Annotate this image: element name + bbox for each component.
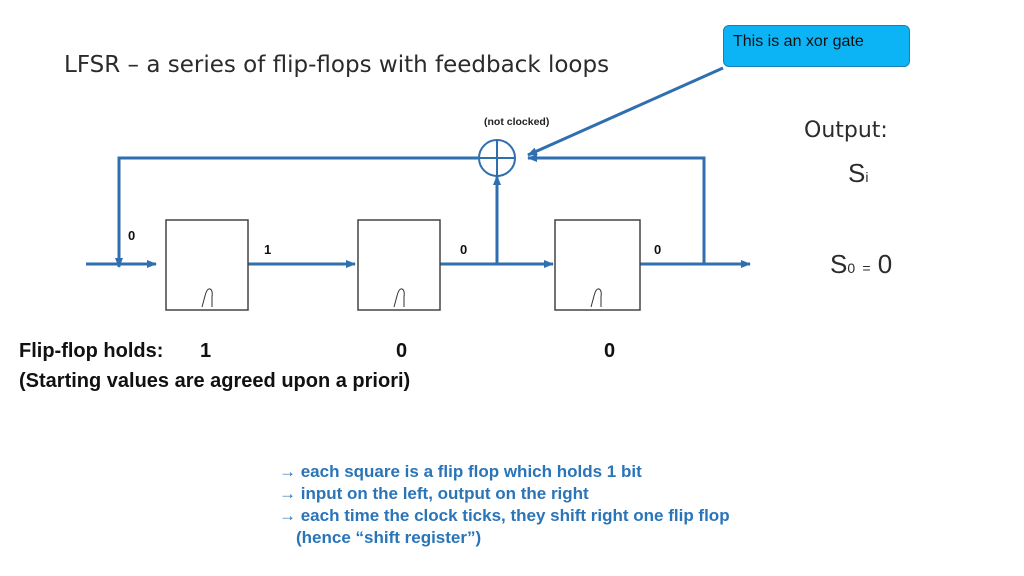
- holds-value-ff1: 1: [200, 340, 212, 362]
- note-line-4: (hence “shift register”): [296, 528, 482, 547]
- first-output-equation: S0 = 0: [830, 249, 893, 279]
- output-symbol: Si: [848, 158, 869, 188]
- note-line-3: → each time the clock ticks, they shift …: [279, 506, 730, 525]
- slide-title: LFSR – a series of flip-flops with feedb…: [64, 52, 610, 78]
- clock-edge-icon: [393, 288, 405, 308]
- bit-label-ff1-ff2: 1: [264, 242, 272, 257]
- xor-callout-box: [723, 25, 910, 67]
- clock-edge-icon: [590, 288, 602, 308]
- clock-edge-icon: [201, 288, 213, 308]
- holds-value-ff3: 0: [604, 340, 616, 362]
- note-line-2: → input on the left, output on the right: [279, 484, 589, 503]
- holds-value-ff2: 0: [396, 340, 408, 362]
- feedback-return-wire: [115, 156, 478, 268]
- xor-not-clocked-note: (not clocked): [484, 116, 550, 128]
- flip-flop-2: [357, 219, 441, 311]
- bit-label-input: 0: [128, 228, 136, 243]
- bit-label-ff3-out: 0: [654, 242, 662, 257]
- callout-pointer-arrow: [527, 66, 724, 157]
- xor-gate: [478, 139, 516, 177]
- feedback-tap-ff3: [527, 154, 706, 264]
- output-label: Output:: [804, 118, 888, 143]
- holds-label: Flip-flop holds:: [19, 340, 164, 362]
- holds-note: (Starting values are agreed upon a prior…: [19, 370, 411, 392]
- bit-label-ff2-ff3: 0: [460, 242, 468, 257]
- xor-callout-text: This is an xor gate: [733, 33, 864, 50]
- flip-flop-3: [554, 219, 641, 311]
- flip-flop-1: [165, 219, 249, 311]
- note-line-1: → each square is a flip flop which holds…: [279, 462, 642, 481]
